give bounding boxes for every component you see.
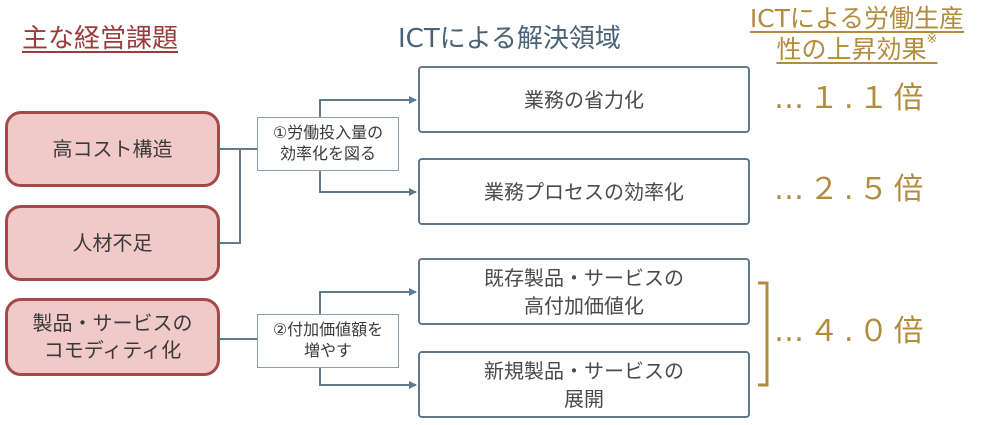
issue-label: 高コスト構造: [52, 136, 173, 161]
area-labor-saving: 業務の省力化: [418, 66, 750, 133]
arrow-method2-to-area4: [319, 368, 417, 389]
area-new-products: 新規製品・サービスの 展開: [418, 351, 750, 418]
header-ict-areas: ICTによる解決領域: [398, 24, 621, 54]
area-label: 新規製品・サービスの 展開: [484, 357, 684, 413]
issue-commoditization: 製品・サービスの コモディティ化: [5, 298, 220, 376]
area-label: 既存製品・サービスの 高付加価値化: [484, 264, 684, 320]
area-label-line2: 展開: [564, 386, 604, 411]
connector-issue1-to-bracket: [220, 148, 241, 244]
area-process-efficiency: 業務プロセスの効率化: [418, 158, 750, 225]
arrow-method2-to-area3: [319, 288, 417, 314]
header-main-issues: 主な経営課題: [22, 24, 179, 54]
method-label: ②付加価値額を 増やす: [273, 320, 383, 362]
header-effect-line2: 性の上昇効果: [776, 35, 927, 64]
header-effect-note-mark: ※: [926, 32, 938, 47]
issue-label: 製品・サービスの コモディティ化: [33, 310, 193, 364]
area-label-line2: 高付加価値化: [524, 293, 644, 318]
method-label-line2: 効率化を図る: [279, 144, 376, 163]
method-label-line2: 増やす: [303, 341, 352, 360]
issue-label-line1: 製品・サービスの: [32, 311, 193, 335]
effect-value-3: …４.０倍: [774, 314, 929, 349]
method-label: ①労働投入量の 効率化を図る: [273, 123, 383, 165]
method-label-line1: ①労働投入量の: [272, 123, 384, 143]
area-label-line1: 既存製品・サービスの: [484, 265, 684, 290]
area-label: 業務の省力化: [524, 87, 644, 112]
method-label-line1: ②付加価値額を: [272, 320, 384, 340]
method-efficiency-labor-input: ①労働投入量の 効率化を図る: [257, 117, 399, 171]
issue-label: 人材不足: [72, 230, 153, 255]
effect-value-2: …２.５倍: [774, 172, 929, 207]
bracket-areas-3-4: [758, 281, 769, 387]
header-effect-line1: ICTによる労働生産: [749, 4, 965, 33]
method-increase-added-value: ②付加価値額を 増やす: [257, 314, 399, 368]
issue-label-line2: コモディティ化: [43, 338, 182, 362]
arrow-method1-to-area1: [319, 96, 417, 117]
area-label: 業務プロセスの効率化: [484, 179, 684, 204]
issue-high-cost-structure: 高コスト構造: [5, 111, 220, 187]
effect-value-1: …１.１倍: [774, 81, 929, 116]
area-label-line1: 新規製品・サービスの: [484, 358, 684, 383]
area-higher-added-value: 既存製品・サービスの 高付加価値化: [418, 258, 750, 325]
header-productivity-effect: ICTによる労働生産 性の上昇効果※: [726, 3, 988, 65]
arrow-method1-to-area2: [319, 171, 417, 196]
issue-labor-shortage: 人材不足: [5, 205, 220, 281]
